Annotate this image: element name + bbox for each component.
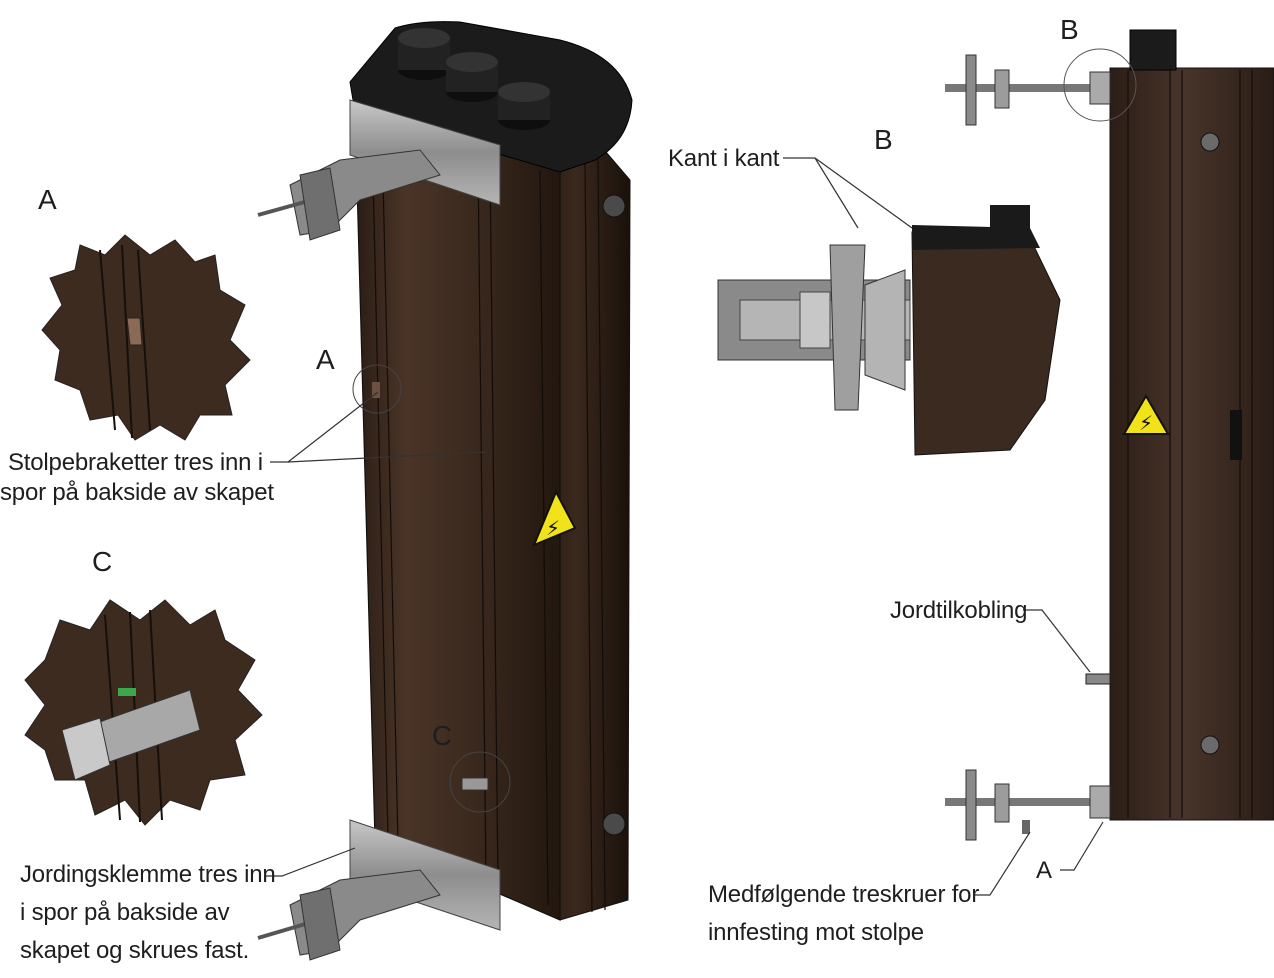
elevation-warning-icon: ⚡ bbox=[1122, 394, 1170, 435]
top-post-bracket bbox=[257, 99, 501, 241]
bracket-slot-marker bbox=[372, 382, 380, 398]
ground-stud bbox=[1085, 673, 1111, 685]
side-letter-a: A bbox=[1036, 857, 1052, 884]
wood-screws-line-2: innfesting mot stolpe bbox=[708, 919, 924, 946]
ground-connection-label: Jordtilkobling bbox=[890, 597, 1028, 624]
cable-glands bbox=[398, 28, 550, 130]
side-knob-bottom bbox=[602, 812, 626, 836]
detail-b-zoom bbox=[717, 205, 1061, 456]
detail-circle-c bbox=[449, 751, 511, 813]
elevation-handle bbox=[1230, 410, 1242, 460]
grounding-clamp-line-3: skapet og skrues fast. bbox=[20, 937, 250, 964]
post-brackets-line-2: spor på bakside av skapet bbox=[0, 479, 274, 506]
elevation-top-gland bbox=[1129, 29, 1177, 71]
elevation-bottom-bracket bbox=[945, 769, 1111, 841]
edge-to-edge-label: Kant i kant bbox=[668, 145, 780, 172]
grounding-clamp-line-2: i spor på bakside av bbox=[20, 899, 230, 926]
svg-text:⚡: ⚡ bbox=[546, 516, 560, 540]
detail-b-cabinet-section bbox=[911, 231, 1061, 456]
elevation-cabinet-body bbox=[1109, 67, 1274, 821]
electrical-warning-icon: ⚡ bbox=[532, 489, 577, 547]
elevation-screw-bottom bbox=[1200, 735, 1220, 755]
cabinet-front-panel bbox=[354, 109, 561, 921]
side-knob-top bbox=[602, 194, 626, 218]
wood-screws-line-1: Medfølgende treskruer for bbox=[708, 881, 980, 908]
detail-c-zoom bbox=[24, 599, 263, 826]
post-brackets-line-1: Stolpebraketter tres inn i bbox=[8, 449, 263, 476]
svg-text:⚡: ⚡ bbox=[1139, 411, 1153, 435]
detail-letter-b: B bbox=[874, 124, 893, 155]
elevation-top-bracket bbox=[945, 48, 1137, 126]
main-letter-a: A bbox=[316, 344, 335, 375]
grounding-clamp-small bbox=[461, 777, 489, 791]
detail-circle-a bbox=[352, 364, 402, 414]
main-letter-c: C bbox=[432, 720, 453, 751]
elevation-grooves bbox=[1127, 70, 1253, 818]
leader-lines bbox=[265, 157, 1104, 896]
detail-letter-a: A bbox=[38, 184, 57, 215]
detail-a-zoom bbox=[41, 234, 251, 441]
bottom-post-bracket bbox=[257, 819, 501, 961]
detail-letter-c: C bbox=[92, 546, 113, 577]
main-cabinet-view: ⚡ bbox=[257, 21, 633, 961]
side-elevation-view: ⚡ bbox=[945, 29, 1274, 841]
elevation-screw-top bbox=[1200, 132, 1220, 152]
top-letter-b: B bbox=[1060, 14, 1079, 45]
grounding-clamp-line-1: Jordingsklemme tres inn bbox=[20, 861, 276, 888]
cabinet-grooves bbox=[371, 129, 606, 913]
